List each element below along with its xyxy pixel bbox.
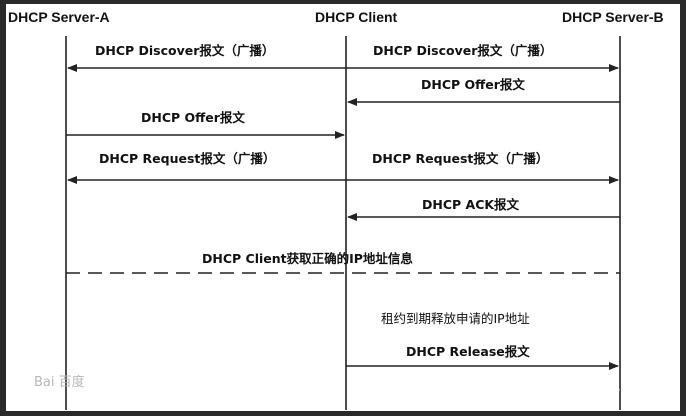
- label-release-to-b: DHCP Release报文: [406, 344, 530, 359]
- participant-server-b: DHCP Server-B: [562, 9, 664, 25]
- label-discover-right: DHCP Discover报文（广播）: [373, 43, 552, 58]
- label-request-left: DHCP Request报文（广播）: [99, 151, 275, 166]
- label-ack-from-b: DHCP ACK报文: [422, 197, 520, 212]
- label-discover-left: DHCP Discover报文（广播）: [95, 43, 274, 58]
- baidu-watermark: Bai 百度: [34, 374, 85, 390]
- participant-server-a: DHCP Server-A: [8, 9, 110, 25]
- label-offer-from-a: DHCP Offer报文: [141, 110, 245, 125]
- label-lease-expire: 租约到期释放申请的IP地址: [381, 311, 530, 326]
- participant-client: DHCP Client: [315, 9, 398, 25]
- csdn-watermark: https://blog.csdn.net/weixin_45404784: [402, 387, 636, 401]
- label-request-right: DHCP Request报文（广播）: [372, 151, 548, 166]
- label-client-info: DHCP Client获取正确的IP地址信息: [202, 251, 413, 266]
- diagram-canvas: [6, 4, 680, 411]
- label-offer-from-b: DHCP Offer报文: [421, 77, 525, 92]
